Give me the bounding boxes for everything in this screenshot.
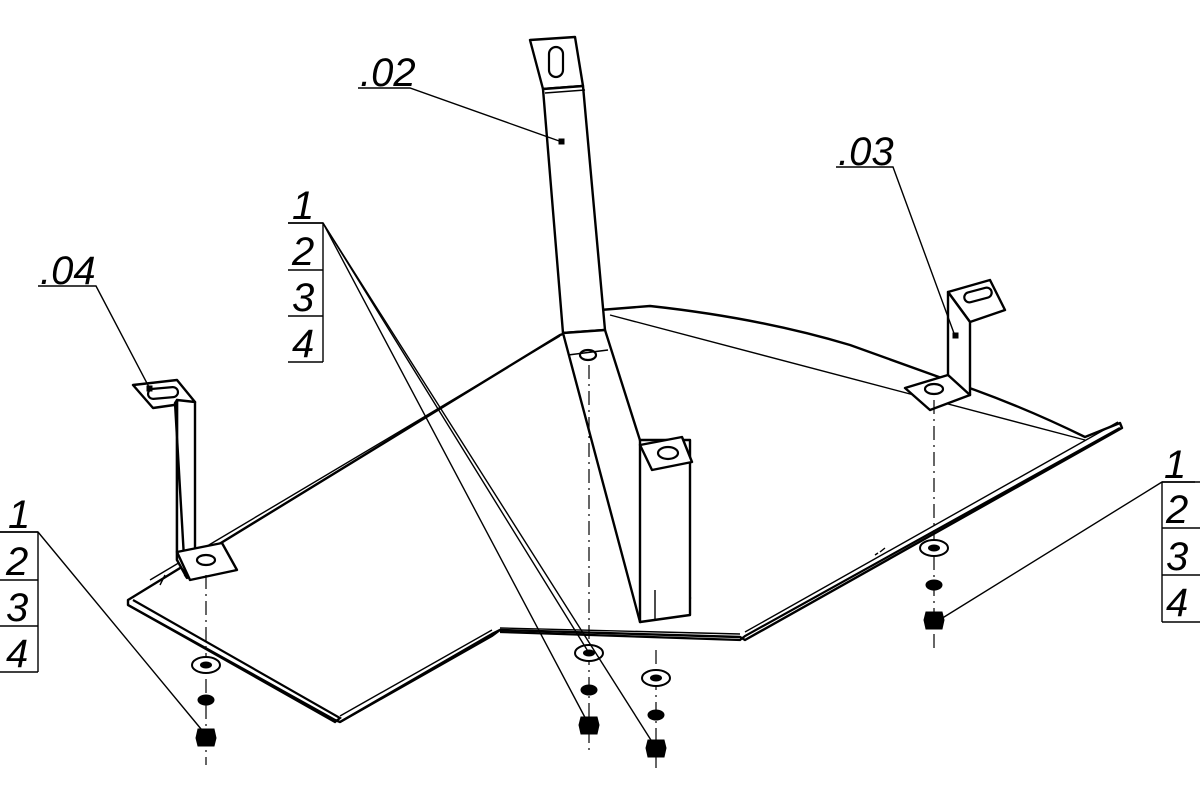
fastener-stack-center: 1 2 3 4 — [288, 184, 324, 366]
callout-03: .03 — [838, 130, 894, 174]
stack-center-item-4: 4 — [292, 322, 314, 366]
stack-right-item-4: 4 — [1166, 581, 1188, 625]
fastener-stack-right: 1 2 3 4 — [1161, 443, 1200, 625]
stack-center-item-3: 3 — [292, 276, 314, 320]
stack-left-item-4: 4 — [6, 632, 28, 676]
stack-left-item-3: 3 — [6, 586, 28, 630]
callout-02: .02 — [360, 51, 416, 95]
fasteners-right — [919, 539, 949, 630]
fasteners-center — [574, 644, 604, 735]
stack-center-item-1: 1 — [292, 184, 314, 228]
stack-left-item-1: 1 — [8, 493, 30, 537]
stack-left-item-2: 2 — [5, 540, 28, 584]
stack-right-item-1: 1 — [1164, 443, 1186, 487]
stack-center-item-2: 2 — [291, 230, 314, 274]
fastener-stack-left: 1 2 3 4 — [0, 493, 39, 676]
fasteners-left — [191, 656, 221, 747]
bracket-03 — [903, 278, 1007, 412]
callout-04: .04 — [40, 249, 96, 293]
fasteners-center-right — [641, 669, 671, 758]
bracket-04 — [131, 378, 239, 582]
bracket-02 — [528, 35, 694, 624]
stack-right-item-2: 2 — [1165, 488, 1188, 532]
stack-right-item-3: 3 — [1166, 535, 1188, 579]
